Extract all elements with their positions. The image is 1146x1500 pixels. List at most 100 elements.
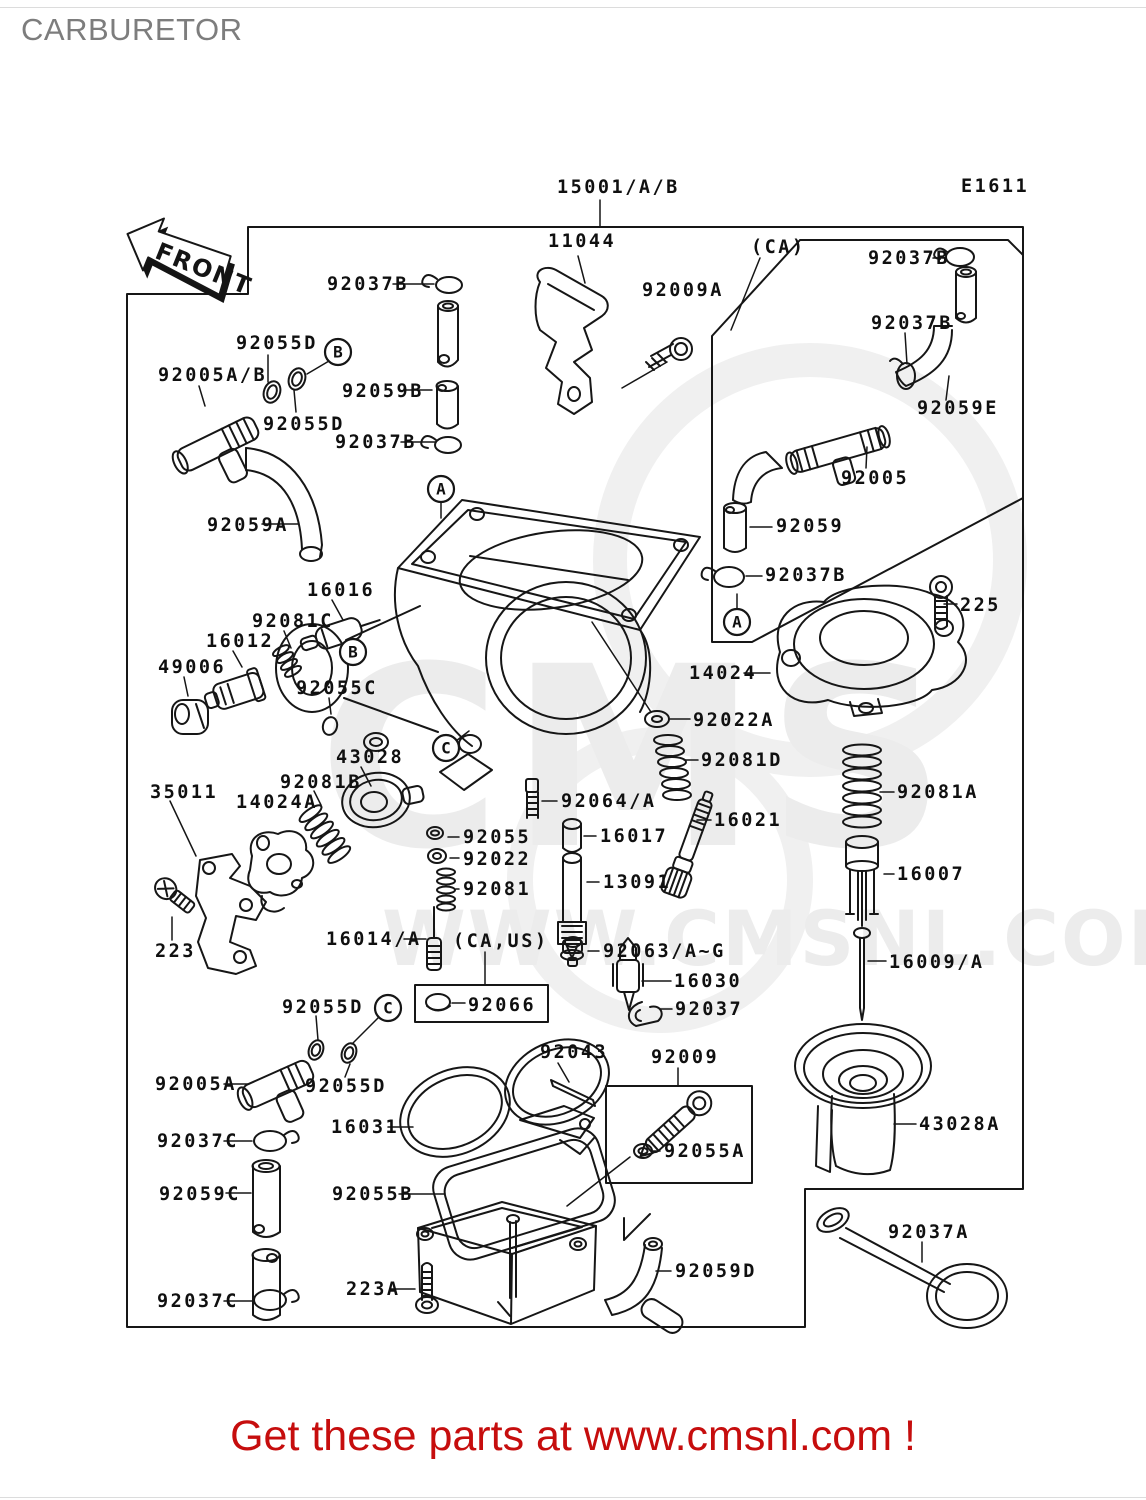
bottomleft-cluster-drawing [251, 1039, 358, 1321]
float-16031-drawing [399, 1038, 610, 1158]
part-label: 92037B [335, 432, 417, 453]
hose-92059a-drawing [245, 447, 323, 562]
view-markers-layer: A B B C C A [323, 337, 752, 1023]
part-label: 92081C [252, 611, 334, 632]
fitting-92005a-drawing [236, 1059, 315, 1123]
oring-92055c-drawing [321, 716, 339, 736]
part-label: 16030 [674, 971, 742, 992]
part-label: 35011 [150, 782, 218, 803]
ca-box-parts-drawing [700, 247, 977, 588]
svg-text:B: B [348, 643, 358, 662]
float-bowl-drawing [416, 1201, 597, 1325]
callout-box-92009 [605, 1085, 753, 1184]
part-label: 92037 [675, 999, 743, 1020]
footer-link[interactable]: Get these parts at www.cmsnl.com ! [230, 1412, 916, 1460]
part-label: 92043 [540, 1042, 608, 1063]
slide-43028a-drawing [794, 1023, 932, 1176]
part-label: 92055D [263, 414, 345, 435]
watermark-url: WWW.CMSNL.COM [382, 894, 1146, 983]
cover-14024-drawing [776, 584, 967, 717]
part-label: 16007 [897, 864, 965, 885]
part-label: 11044 [548, 231, 616, 252]
screw-223-drawing [154, 877, 196, 914]
needle-16009-drawing [853, 927, 871, 1021]
part-label: 92059A [207, 515, 289, 536]
part-label: 92055D [305, 1076, 387, 1097]
pullring-92037a-drawing [816, 1207, 1008, 1329]
part-label: 14024A [236, 792, 318, 813]
pin-92043-drawing [550, 1079, 596, 1107]
screw-223a-drawing [415, 1262, 439, 1314]
callout-box-92066 [414, 984, 549, 1023]
part-label: 92055B [332, 1184, 414, 1205]
front-arrow-body [126, 217, 232, 296]
bracket-35011-drawing [195, 853, 267, 975]
cap-49006-drawing [171, 699, 209, 735]
svg-text:A: A [732, 613, 742, 632]
part-label: 92009A [642, 280, 724, 301]
screw-92009a-drawing [645, 337, 693, 371]
svg-text:C: C [441, 739, 451, 758]
part-label: 92059E [917, 398, 999, 419]
part-label: 92064/A [561, 791, 656, 812]
clip-92037-drawing [627, 1001, 663, 1027]
part-label: 92055C [296, 678, 378, 699]
spring-92081b-drawing [298, 804, 352, 864]
fitting-92005-ca-drawing [785, 425, 891, 486]
spring-92081d-drawing [653, 734, 692, 801]
bottom-divider [0, 1497, 1146, 1498]
screw-225-drawing [929, 575, 953, 630]
part-label: 16016 [307, 580, 375, 601]
part-label: 92055A [664, 1141, 746, 1162]
air-screw-16021-drawing [660, 790, 714, 899]
part-label: 92022 [463, 849, 531, 870]
svg-text:C: C [383, 999, 393, 1018]
part-label: 43028A [919, 1114, 1001, 1135]
diaphragm-43028-drawing [341, 771, 425, 829]
page-title: CARBURETOR [21, 12, 243, 47]
spring-92081a-drawing [842, 743, 882, 829]
holder-16007-drawing [845, 835, 879, 927]
part-label: 92059B [342, 381, 424, 402]
part-label: 92059D [675, 1261, 757, 1282]
hose-92059d-drawing [604, 1213, 684, 1334]
part-label: 92081A [897, 782, 979, 803]
part-label: 92037B [327, 274, 409, 295]
fitting-92005ab-drawing [171, 416, 260, 484]
leader-lines [169, 199, 958, 1302]
part-label: 92005A [155, 1074, 237, 1095]
part-label: 92037B [868, 248, 950, 269]
part-label: 92022A [693, 710, 775, 731]
svg-text:A: A [436, 480, 446, 499]
plug-92066-drawing [425, 993, 451, 1012]
watermark-circle [593, 343, 1027, 777]
part-label: 225 [960, 595, 1001, 616]
part-label: 92037C [157, 1131, 239, 1152]
part-label: 92005 [841, 468, 909, 489]
part-label: 16021 [714, 810, 782, 831]
view-marker: C [373, 993, 403, 1023]
carburetor-body-drawing [275, 499, 701, 791]
part-label: 13091 [603, 872, 671, 893]
part-label: (CA,US) [453, 931, 548, 952]
svg-text:B: B [333, 343, 343, 362]
part-label: 92037B [765, 565, 847, 586]
float-valve-16030-drawing [612, 937, 644, 1011]
part-label: 16017 [600, 826, 668, 847]
part-label: 92009 [651, 1047, 719, 1068]
cover-14024a-drawing [247, 830, 315, 913]
bracket-11044-drawing [534, 266, 609, 415]
front-arrow: FRONT [126, 217, 256, 304]
top-divider [0, 7, 1146, 8]
part-label: 223A [346, 1279, 401, 1300]
part-label: 92081D [701, 750, 783, 771]
oring-92055a-drawing [633, 1143, 653, 1159]
part-label: 92055D [282, 997, 364, 1018]
valve-16012-drawing [203, 667, 267, 710]
part-label: 92005A/B [158, 365, 267, 386]
watermark: CMS WWW.CMSNL.COM [318, 343, 1146, 1033]
part-label: 92066 [468, 995, 536, 1016]
part-label: 16014/A [326, 929, 421, 950]
view-marker: A [426, 474, 456, 504]
